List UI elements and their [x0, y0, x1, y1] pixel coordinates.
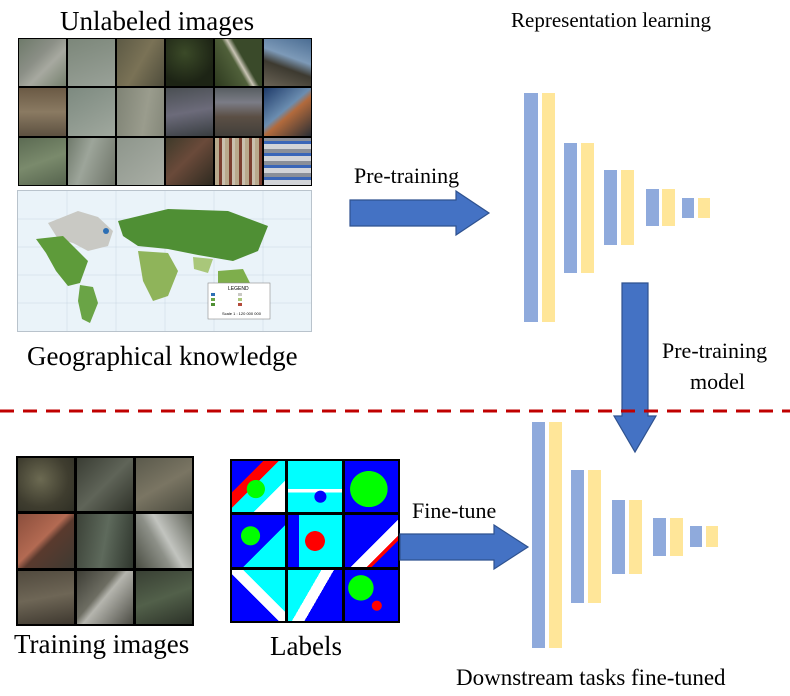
satellite-tile	[68, 88, 115, 136]
pre-training-model-label-line1: Pre-training	[662, 338, 768, 363]
satellite-tile	[264, 137, 311, 185]
bar-yellow	[670, 518, 683, 556]
map-continent	[48, 211, 113, 251]
label-tile	[232, 569, 286, 621]
training-tile	[18, 570, 74, 624]
unlabeled-images-title: Unlabeled images	[60, 6, 255, 36]
training-tile	[18, 458, 74, 512]
bar-yellow	[662, 189, 675, 226]
bar-yellow	[549, 422, 562, 648]
bar-blue	[690, 526, 702, 547]
label-tile	[344, 569, 398, 621]
training-tile	[77, 514, 133, 568]
map-continent	[36, 236, 88, 286]
satellite-tile	[166, 39, 213, 87]
satellite-tile	[68, 137, 115, 185]
fine-tune-arrow-label: Fine-tune	[412, 498, 497, 523]
world-map-svg: LEGEND Scale 1 : 120 000 000	[18, 191, 311, 331]
satellite-tile	[215, 39, 262, 87]
bar-blue	[682, 198, 694, 218]
pre-training-arrow	[349, 189, 491, 237]
satellite-tile	[117, 88, 164, 136]
section-divider	[0, 409, 790, 413]
satellite-tile	[166, 137, 213, 185]
pre-training-arrow-label: Pre-training	[354, 163, 460, 188]
downstream-caption: Downstream tasks fine-tuned	[456, 665, 726, 690]
satellite-tile	[19, 39, 66, 87]
bar-blue	[646, 189, 659, 226]
map-continent	[193, 257, 213, 273]
geographical-knowledge-caption: Geographical knowledge	[27, 341, 298, 371]
fine-tune-arrow	[399, 523, 530, 571]
unlabeled-images-mosaic	[18, 38, 312, 186]
pre-training-model-label-line2: model	[690, 369, 745, 394]
training-tile	[136, 570, 192, 624]
label-tile	[288, 461, 342, 513]
bar-yellow	[621, 170, 634, 245]
label-tile	[232, 515, 286, 567]
labels-caption: Labels	[270, 631, 342, 661]
satellite-tile	[264, 39, 311, 87]
bar-yellow	[698, 198, 710, 218]
satellite-tile	[19, 88, 66, 136]
bar-blue	[604, 170, 617, 245]
bar-yellow	[629, 500, 642, 574]
satellite-tile	[117, 39, 164, 87]
bar-blue	[564, 143, 577, 273]
bar-blue	[571, 470, 584, 603]
bar-blue	[612, 500, 625, 574]
bar-blue	[524, 93, 538, 322]
bar-blue	[653, 518, 666, 556]
satellite-tile	[215, 88, 262, 136]
label-tile	[232, 461, 286, 513]
bar-yellow	[588, 470, 601, 603]
satellite-tile	[264, 88, 311, 136]
training-tile	[77, 570, 133, 624]
training-images-grid	[16, 456, 194, 626]
label-tile	[288, 569, 342, 621]
map-continent	[138, 251, 178, 301]
satellite-tile	[166, 88, 213, 136]
representation-learning-title: Representation learning	[511, 8, 712, 32]
label-tile	[344, 461, 398, 513]
satellite-tile	[19, 137, 66, 185]
satellite-tile	[215, 137, 262, 185]
label-tile	[288, 515, 342, 567]
map-legend-title: LEGEND	[228, 286, 249, 292]
satellite-tile	[117, 137, 164, 185]
training-tile	[136, 514, 192, 568]
bar-yellow	[542, 93, 555, 322]
training-images-caption: Training images	[14, 629, 190, 659]
training-tile	[18, 514, 74, 568]
satellite-tile	[68, 39, 115, 87]
label-tile	[344, 515, 398, 567]
map-continent	[78, 285, 98, 323]
bar-yellow	[706, 526, 718, 547]
training-tile	[77, 458, 133, 512]
bar-blue	[532, 422, 545, 648]
world-map: LEGEND Scale 1 : 120 000 000	[17, 190, 312, 332]
map-legend-swatches	[211, 293, 242, 306]
pre-training-model-arrow	[612, 282, 658, 454]
training-tile	[136, 458, 192, 512]
map-continent	[118, 209, 268, 261]
map-legend-scale: Scale 1 : 120 000 000	[222, 311, 262, 316]
bar-yellow	[581, 143, 594, 273]
labels-grid	[230, 459, 400, 623]
